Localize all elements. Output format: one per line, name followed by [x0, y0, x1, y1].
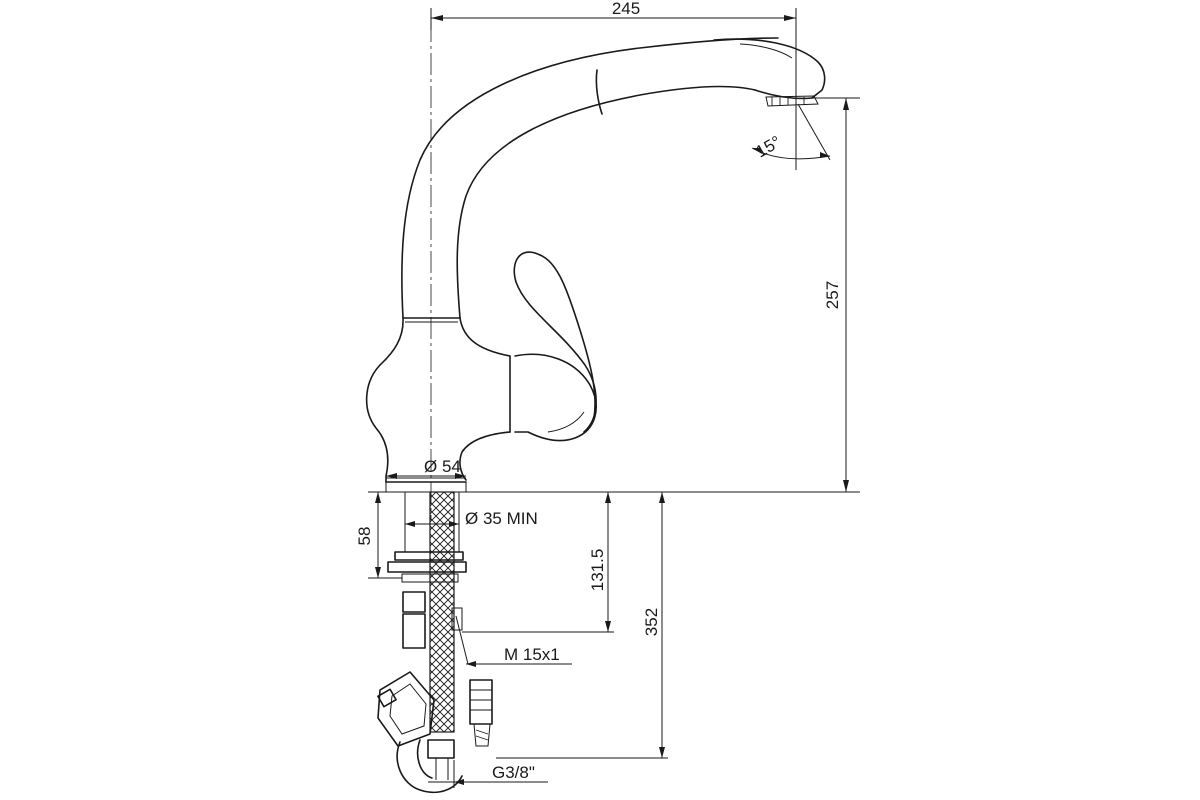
- dimension-lines: [368, 8, 860, 788]
- dim-shank-length: 58: [355, 527, 374, 546]
- dim-connector-depth: 131.5: [588, 549, 607, 592]
- faucet-body: [365, 20, 826, 520]
- dim-hole-diameter: Ø 35 MIN: [465, 509, 538, 528]
- dim-thread: M 15x1: [504, 645, 560, 664]
- dim-overall-width: 245: [612, 0, 640, 18]
- lever-handle: [513, 251, 597, 442]
- dim-hose-thread: G3/8": [492, 763, 535, 782]
- counterweight: [377, 671, 435, 747]
- dim-base-diameter: Ø 54: [424, 457, 461, 476]
- mounting-assembly: [377, 491, 493, 794]
- dim-spout-height: 257: [823, 281, 842, 309]
- dim-total-depth: 352: [642, 608, 661, 636]
